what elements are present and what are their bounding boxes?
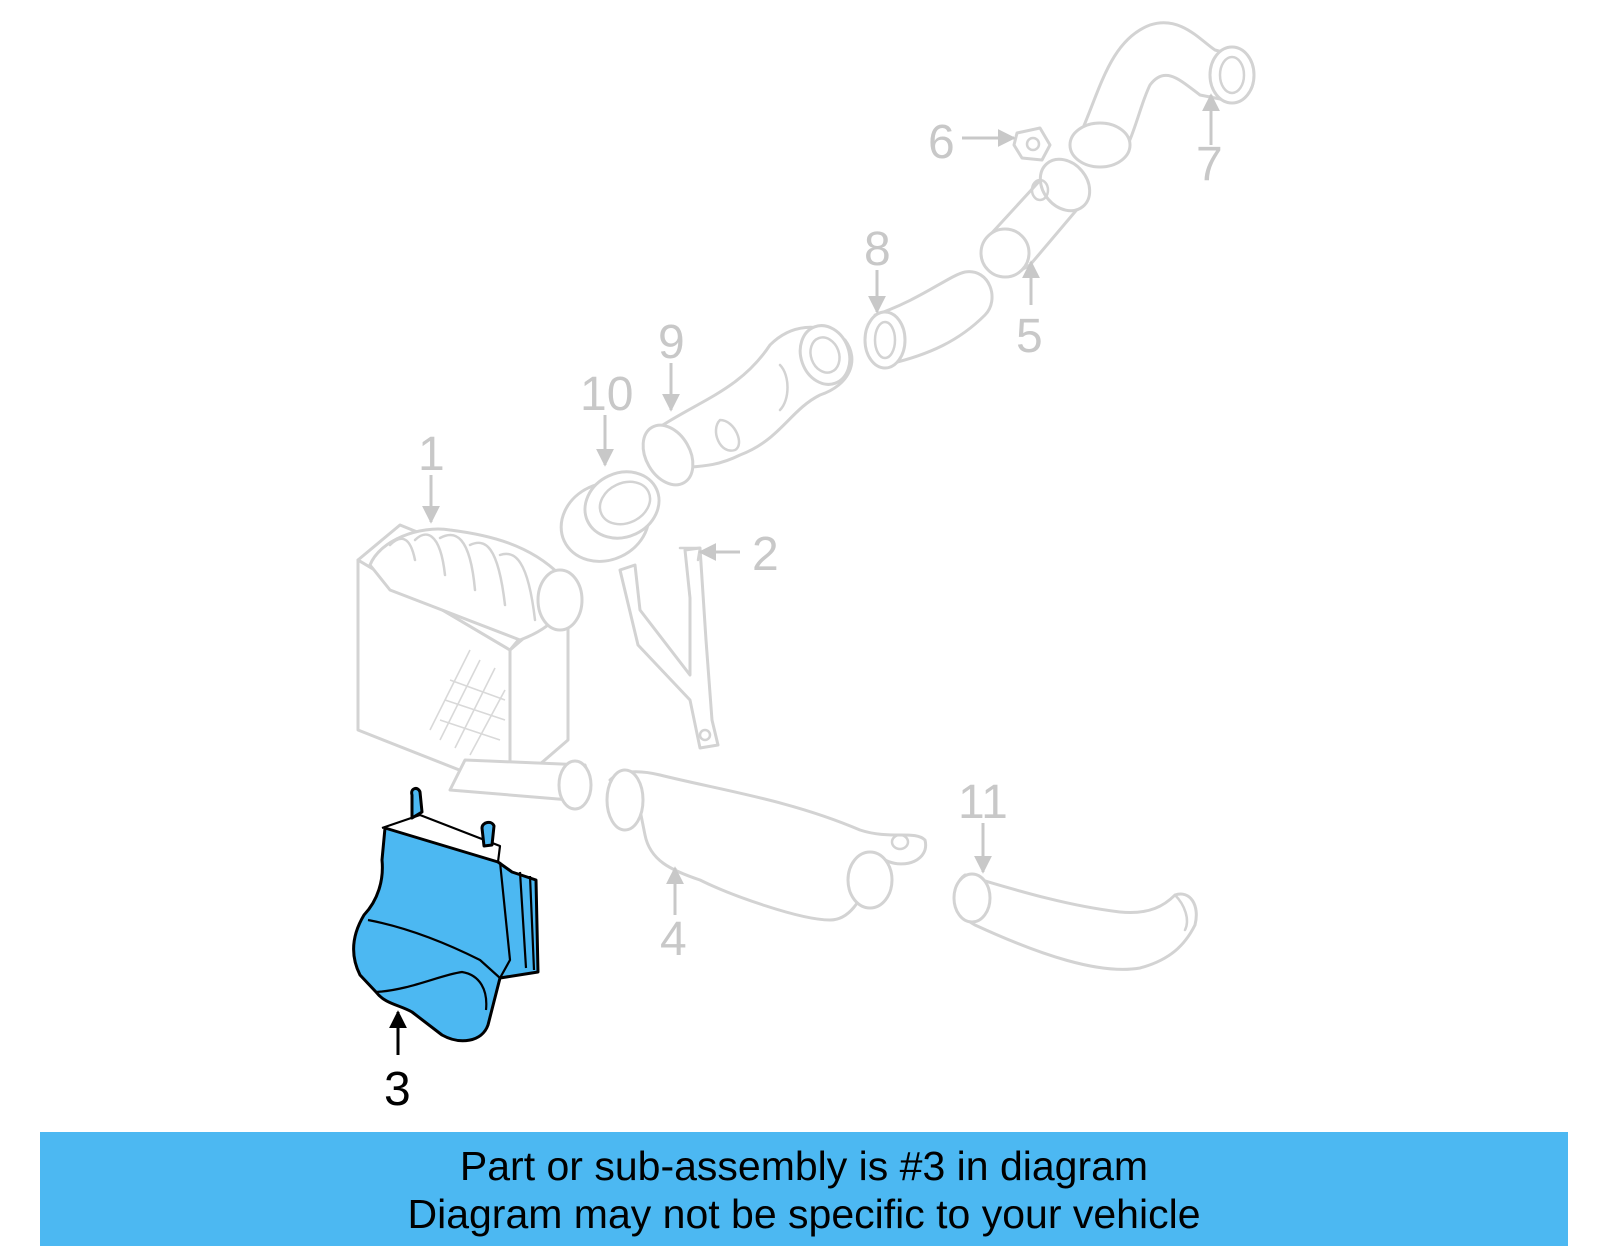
- svg-text:7: 7: [1196, 138, 1223, 191]
- callout-2: 2: [698, 528, 779, 581]
- part-1-intercooler: [356, 523, 593, 811]
- part-11-hose: [952, 872, 1198, 971]
- part-6-clamp: [1012, 126, 1052, 162]
- callout-3: 3: [384, 1010, 411, 1116]
- part-10-coupling: [559, 470, 661, 563]
- svg-text:10: 10: [580, 368, 633, 421]
- callout-5: 5: [1016, 260, 1043, 363]
- banner-line-part-number: Part or sub-assembly is #3 in diagram: [459, 1143, 1149, 1189]
- svg-text:9: 9: [658, 316, 685, 369]
- part-3-air-duct: [352, 786, 540, 1043]
- callout-6: 6: [928, 116, 1016, 169]
- callout-7: 7: [1196, 93, 1223, 191]
- svg-text:2: 2: [752, 528, 779, 581]
- svg-text:11: 11: [958, 776, 1008, 829]
- svg-text:3: 3: [384, 1063, 411, 1116]
- callout-4: 4: [660, 866, 687, 966]
- part-9-pipe: [641, 324, 854, 487]
- callout-9: 9: [658, 316, 685, 412]
- callout-11: 11: [958, 776, 1008, 874]
- info-banner: Part or sub-assembly is #3 in diagram Di…: [40, 1132, 1568, 1246]
- svg-text:8: 8: [864, 223, 891, 276]
- part-8-hose: [863, 270, 994, 370]
- svg-text:5: 5: [1016, 310, 1043, 363]
- part-7-hose: [1068, 21, 1256, 169]
- callout-10: 10: [580, 368, 633, 467]
- svg-text:1: 1: [418, 428, 445, 481]
- callout-1: 1: [418, 428, 445, 524]
- part-4-pipe: [605, 768, 928, 922]
- part-2-bracket: [618, 546, 720, 750]
- part-5-pipe: [979, 157, 1092, 279]
- svg-text:6: 6: [928, 116, 955, 169]
- banner-line-disclaimer: Diagram may not be specific to your vehi…: [407, 1191, 1201, 1237]
- callout-8: 8: [864, 223, 891, 314]
- svg-text:4: 4: [660, 913, 687, 966]
